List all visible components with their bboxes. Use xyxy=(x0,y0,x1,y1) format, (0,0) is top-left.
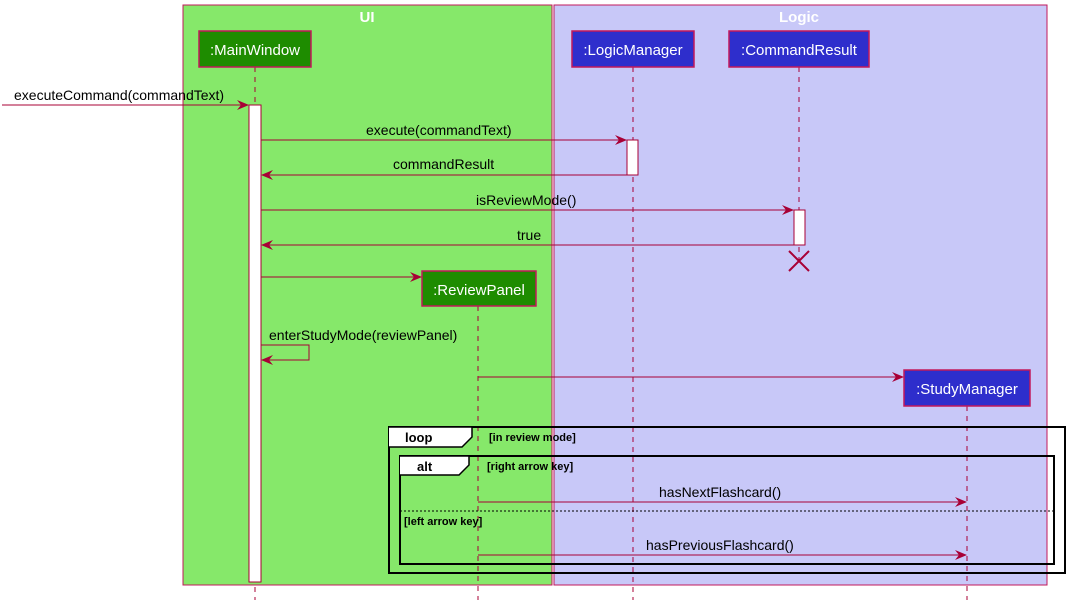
alt-guard-left: [left arrow key] xyxy=(404,516,483,528)
alt-fragment-tab xyxy=(400,455,470,476)
participant-main-window-label: :MainWindow xyxy=(210,42,300,59)
participant-logic-manager-label: :LogicManager xyxy=(583,42,682,59)
participant-command-result-label: :CommandResult xyxy=(741,42,858,59)
logic-group-box xyxy=(553,4,1048,586)
participant-review-panel: :ReviewPanel xyxy=(421,270,537,307)
activation-command-result xyxy=(793,209,806,246)
msg-has-next-label: hasNextFlashcard() xyxy=(659,484,781,500)
activation-main-window xyxy=(248,104,262,583)
msg-is-review-mode-label: isReviewMode() xyxy=(476,192,576,208)
msg-command-result-label: commandResult xyxy=(393,156,494,172)
participant-study-manager: :StudyManager xyxy=(903,369,1031,407)
loop-fragment xyxy=(388,426,1066,574)
participant-command-result: :CommandResult xyxy=(728,30,870,68)
participant-review-panel-label: :ReviewPanel xyxy=(433,282,525,299)
alt-fragment xyxy=(399,455,1055,565)
loop-fragment-tab xyxy=(389,426,473,448)
participant-logic-manager: :LogicManager xyxy=(571,30,695,68)
logic-group-title: Logic xyxy=(779,9,819,26)
alt-keyword: alt xyxy=(417,459,433,474)
destroy-command-result-mark xyxy=(788,250,810,272)
activation-logic-manager xyxy=(626,139,639,176)
msg-execute-command-label: executeCommand(commandText) xyxy=(14,87,224,103)
msg-enter-study-mode-arrow xyxy=(261,344,310,365)
msg-true-label: true xyxy=(517,227,541,243)
msg-has-previous-label: hasPreviousFlashcard() xyxy=(646,537,794,553)
participant-study-manager-label: :StudyManager xyxy=(916,381,1018,398)
msg-execute-label: execute(commandText) xyxy=(366,122,512,138)
participant-main-window: :MainWindow xyxy=(198,30,312,68)
msg-enter-study-mode-label: enterStudyMode(reviewPanel) xyxy=(269,327,457,343)
loop-keyword: loop xyxy=(405,430,432,445)
alt-guard-right: [right arrow key] xyxy=(487,461,574,473)
ui-group-title: UI xyxy=(360,9,375,26)
loop-guard: [in review mode] xyxy=(489,432,576,444)
